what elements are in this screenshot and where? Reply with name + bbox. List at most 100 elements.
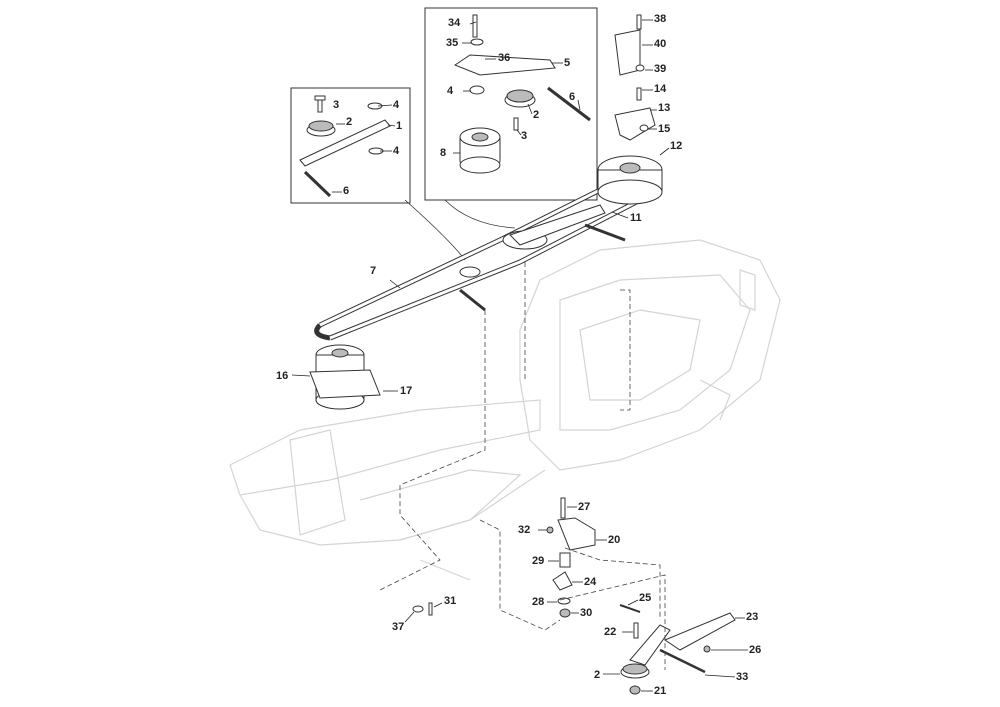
callout-lower: 31 bbox=[433, 595, 456, 608]
callout-number: 27 bbox=[578, 501, 590, 513]
callout-number: 3 bbox=[333, 99, 339, 111]
callout-lower: 21 bbox=[641, 685, 666, 697]
inset-pointer bbox=[444, 199, 516, 229]
callout-number: 23 bbox=[746, 611, 758, 623]
callout-main: 12 bbox=[659, 140, 682, 156]
leader-line bbox=[389, 279, 401, 289]
callout-inset-left: 4 bbox=[377, 99, 400, 111]
callout-lower: 30 bbox=[571, 607, 592, 619]
inset-left-parts bbox=[299, 95, 391, 198]
callout-number: 4 bbox=[393, 145, 400, 157]
callout-main: 17 bbox=[383, 385, 412, 397]
callout-number: 2 bbox=[533, 109, 539, 121]
leader-line bbox=[377, 104, 393, 107]
callout-main: 39 bbox=[645, 63, 666, 75]
callout-number: 2 bbox=[346, 116, 352, 128]
callout-number: 21 bbox=[654, 685, 666, 697]
assembly-lines bbox=[379, 262, 666, 670]
callout-main: 40 bbox=[642, 38, 666, 50]
callout-number: 12 bbox=[670, 140, 682, 152]
callout-inset-left: 3 bbox=[333, 99, 339, 111]
leader-line bbox=[627, 599, 639, 606]
callout-inset-top: 34 bbox=[448, 17, 477, 29]
callout-number: 26 bbox=[749, 644, 761, 656]
callout-inset-top: 5 bbox=[552, 57, 570, 69]
callout-number: 29 bbox=[532, 555, 544, 567]
right-brackets bbox=[614, 14, 656, 141]
callout-number: 39 bbox=[654, 63, 666, 75]
pulleys bbox=[309, 155, 663, 410]
callout-main: 11 bbox=[611, 211, 642, 224]
leader-line bbox=[387, 124, 396, 127]
callout-number: 25 bbox=[639, 592, 651, 604]
callout-number: 8 bbox=[440, 147, 446, 159]
callout-number: 33 bbox=[736, 671, 748, 683]
callout-inset-top: 36 bbox=[485, 52, 510, 64]
chassis-ghost bbox=[229, 239, 781, 581]
callout-main: 14 bbox=[642, 83, 667, 95]
callout-number: 30 bbox=[580, 607, 592, 619]
callout-number: 37 bbox=[392, 621, 404, 633]
callout-number: 13 bbox=[658, 102, 670, 114]
inset-idler-arm bbox=[290, 87, 411, 204]
callout-lower: 20 bbox=[596, 534, 620, 546]
callout-inset-left: 4 bbox=[380, 145, 400, 157]
inset-top-parts bbox=[453, 14, 591, 174]
callout-lower: 23 bbox=[735, 611, 758, 623]
callout-main: 13 bbox=[650, 102, 670, 114]
callout-number: 4 bbox=[447, 85, 454, 97]
callout-lower: 2 bbox=[594, 669, 620, 681]
callout-number: 6 bbox=[343, 185, 349, 197]
callout-number: 2 bbox=[594, 669, 600, 681]
callout-lower: 33 bbox=[704, 671, 748, 683]
callout-inset-top: 4 bbox=[447, 85, 471, 97]
callout-number: 24 bbox=[584, 576, 597, 588]
leader-line bbox=[659, 147, 670, 156]
leader-line bbox=[611, 211, 629, 219]
callout-lower: 37 bbox=[392, 611, 415, 633]
callout-number: 35 bbox=[446, 37, 458, 49]
callout-number: 14 bbox=[654, 83, 667, 95]
leader-line bbox=[527, 103, 533, 115]
leader-line bbox=[704, 674, 736, 678]
callout-lower: 27 bbox=[567, 501, 590, 513]
callout-lower: 22 bbox=[604, 626, 633, 638]
callout-number: 1 bbox=[396, 120, 402, 132]
callout-number: 34 bbox=[448, 17, 461, 29]
callout-number: 38 bbox=[654, 13, 666, 25]
callout-inset-left: 6 bbox=[332, 185, 349, 197]
callout-lower: 32 bbox=[518, 524, 547, 536]
callout-number: 6 bbox=[569, 91, 575, 103]
callout-main: 7 bbox=[370, 265, 401, 289]
callout-number: 28 bbox=[532, 596, 544, 608]
callout-lower: 28 bbox=[532, 596, 557, 608]
callout-inset-top: 6 bbox=[569, 91, 581, 111]
callout-inset-top: 3 bbox=[516, 129, 527, 142]
callout-number: 15 bbox=[658, 123, 670, 135]
callout-main: 16 bbox=[276, 370, 311, 382]
callout-lower: 29 bbox=[532, 555, 559, 567]
callout-inset-left: 2 bbox=[336, 116, 352, 128]
leader-line bbox=[516, 129, 522, 136]
callout-inset-top: 35 bbox=[446, 37, 472, 49]
callout-number: 36 bbox=[498, 52, 510, 64]
callout-number: 5 bbox=[564, 57, 570, 69]
callout-number: 17 bbox=[400, 385, 412, 397]
callout-number: 40 bbox=[654, 38, 666, 50]
callout-number: 3 bbox=[521, 130, 527, 142]
callout-number: 32 bbox=[518, 524, 530, 536]
callout-number: 22 bbox=[604, 626, 616, 638]
callout-inset-top: 8 bbox=[440, 147, 460, 159]
callout-inset-left: 1 bbox=[387, 120, 402, 132]
leader-line bbox=[433, 602, 443, 608]
callout-number: 20 bbox=[608, 534, 620, 546]
callout-lower: 24 bbox=[572, 576, 597, 588]
callout-lower: 25 bbox=[627, 592, 651, 606]
leader-line bbox=[577, 99, 581, 111]
leader-line bbox=[291, 374, 311, 377]
callout-number: 31 bbox=[444, 595, 456, 607]
leader-line bbox=[469, 21, 477, 25]
